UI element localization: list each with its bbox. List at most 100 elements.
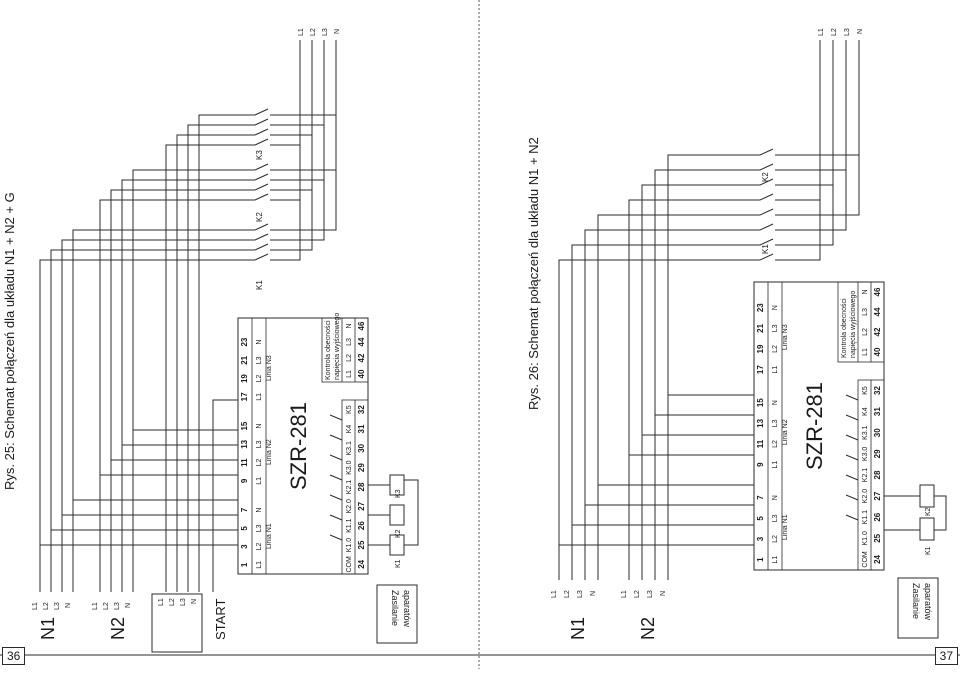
input-terminal-phase: L2 [256,375,263,383]
output-terminal-name: K3.1 [862,425,869,440]
left-n1-l1: L1 [32,602,39,610]
output-terminal-number: 28 [357,482,366,491]
right-voltage-title-1: Kontrola obecności [841,298,848,358]
left-device-box [237,317,369,575]
right-out-l1: L1 [818,28,825,36]
left-source-wires [39,114,255,592]
input-terminal-number: 15 [240,421,249,430]
input-terminal-number: 13 [240,439,249,448]
output-terminal-number: 26 [357,521,366,530]
output-terminal-number: 24 [357,559,366,568]
right-page-number: 37 [934,647,958,665]
left-generator-box [151,593,203,653]
input-terminal-phase: N [256,340,263,345]
output-terminal-number: 24 [873,554,882,563]
input-terminal-phase: L2 [772,440,779,448]
output-terminal-name: K4 [862,407,869,416]
line-group-label: Linia N1 [266,523,273,549]
left-g-l3: L3 [180,598,187,606]
input-terminal-number: 9 [240,478,249,483]
left-contactor-k3: K3 [255,150,264,160]
left-out-n: N [334,29,341,34]
left-supply-2: aparatów [402,590,412,628]
output-terminal-number: 30 [357,443,366,452]
input-terminal-number: 3 [756,536,765,541]
left-supply-box [376,584,418,644]
right-coils [884,484,947,541]
right-supply-1: Zasilanie [911,583,921,619]
right-source-n2-label: N2 [638,617,658,640]
input-terminal-number: 3 [240,544,249,549]
input-terminal-phase: L1 [256,561,263,569]
voltage-check-phase: N [862,289,869,294]
input-terminal-number: 13 [756,418,765,427]
output-terminal-number: 26 [873,512,882,521]
right-output-terminals [857,379,885,571]
input-terminal-number: 21 [240,355,249,364]
left-page-number: 36 [2,647,26,665]
right-coil-k2: K2 [925,507,932,516]
input-terminal-number: 17 [756,365,765,374]
right-out-n: N [857,29,864,34]
right-voltage-check [837,281,885,363]
input-terminal-number: 19 [240,374,249,383]
left-n2-n: N [125,603,132,608]
input-terminal-number: 15 [756,398,765,407]
left-voltage-check [321,317,369,383]
input-terminal-number: 7 [756,495,765,500]
right-contactor-switches [759,40,860,261]
input-terminal-number: 1 [240,562,249,567]
input-terminal-phase: L1 [256,477,263,485]
left-out-l3: L3 [322,28,329,36]
input-terminal-phase: N [772,495,779,500]
right-out-l2: L2 [831,28,838,36]
left-coil-k2: K2 [395,529,402,538]
output-terminal-name: K5 [862,386,869,395]
output-terminal-name: K3.0 [346,460,353,475]
left-supply-1: Zasilanie [390,590,400,626]
line-group-label: Linia N2 [266,439,273,465]
left-source-n2-label: N2 [108,617,128,640]
left-coil-k3: K3 [395,489,402,498]
right-input-terminals [753,281,783,571]
output-terminal-name: K5 [346,405,353,414]
output-terminal-number: 28 [873,470,882,479]
left-n2-l3: L3 [114,602,121,610]
left-out-l1: L1 [298,28,305,36]
left-g-l2: L2 [169,598,176,606]
line-group-label: Linia N1 [782,514,789,540]
left-g-n: N [191,599,198,604]
input-terminal-phase: L2 [772,535,779,543]
left-n2-l1: L1 [92,602,99,610]
left-n1-l3: L3 [54,602,61,610]
output-terminal-number: 31 [357,424,366,433]
input-terminal-phase: L3 [256,440,263,448]
voltage-check-number: 44 [873,307,882,316]
left-coils [368,474,419,556]
line-group-label: Linia N3 [266,355,273,381]
voltage-check-number: 40 [357,369,366,378]
right-n1-n: N [590,591,597,596]
right-source-n1-label: N1 [568,617,588,640]
input-terminal-number: 1 [756,557,765,562]
right-n2-n: N [660,591,667,596]
input-terminal-number: 23 [756,303,765,312]
voltage-check-number: 40 [873,347,882,356]
right-supply-box [897,577,939,639]
right-contactor-k2: K2 [761,172,770,182]
output-terminal-number: 27 [357,501,366,510]
voltage-check-number: 46 [357,321,366,330]
right-supply-2: aparatów [923,583,933,621]
line-group-label: Linia N2 [782,419,789,445]
output-terminal-number: 31 [873,407,882,416]
left-n1-n: N [65,603,72,608]
right-title: Rys. 26: Schemat połączeń dla układu N1 … [526,137,541,410]
input-terminal-number: 7 [240,507,249,512]
right-n2-l1: L1 [621,590,628,598]
input-terminal-phase: L3 [256,524,263,532]
input-terminal-number: 23 [240,337,249,346]
output-terminal-name: COM [346,556,353,573]
output-terminal-name: K2.1 [862,468,869,483]
input-terminal-number: 5 [756,516,765,521]
